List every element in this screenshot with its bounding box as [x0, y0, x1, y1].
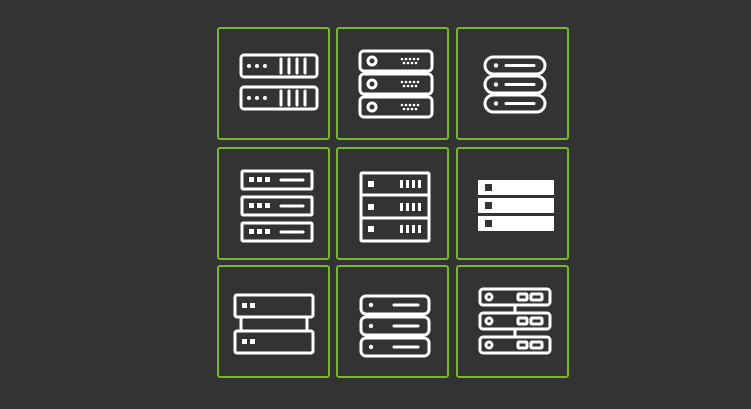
- server-rack-enclosure-icon: [359, 171, 431, 243]
- tile-server-network[interactable]: [456, 265, 569, 378]
- tile-server-stack-dashes[interactable]: [336, 265, 449, 378]
- tile-server-rack-enclosure[interactable]: [336, 147, 449, 260]
- server-tower-3-icon: [240, 169, 314, 243]
- server-blades-solid-icon: [478, 180, 554, 231]
- tile-server-tower-3[interactable]: [217, 147, 330, 260]
- server-2-unit-icon: [233, 293, 315, 355]
- server-network-icon: [478, 287, 552, 355]
- tile-server-rack-2u[interactable]: [217, 27, 330, 140]
- tile-server-blades-solid[interactable]: [456, 147, 569, 260]
- tile-database-stack[interactable]: [456, 27, 569, 140]
- tile-server-2-unit[interactable]: [217, 265, 330, 378]
- database-stack-icon: [483, 55, 547, 114]
- server-rack-2u-icon: [239, 53, 319, 111]
- server-stack-3-rounded-icon: [358, 49, 434, 119]
- server-stack-dashes-icon: [359, 294, 431, 358]
- tile-server-stack-3-rounded[interactable]: [336, 27, 449, 140]
